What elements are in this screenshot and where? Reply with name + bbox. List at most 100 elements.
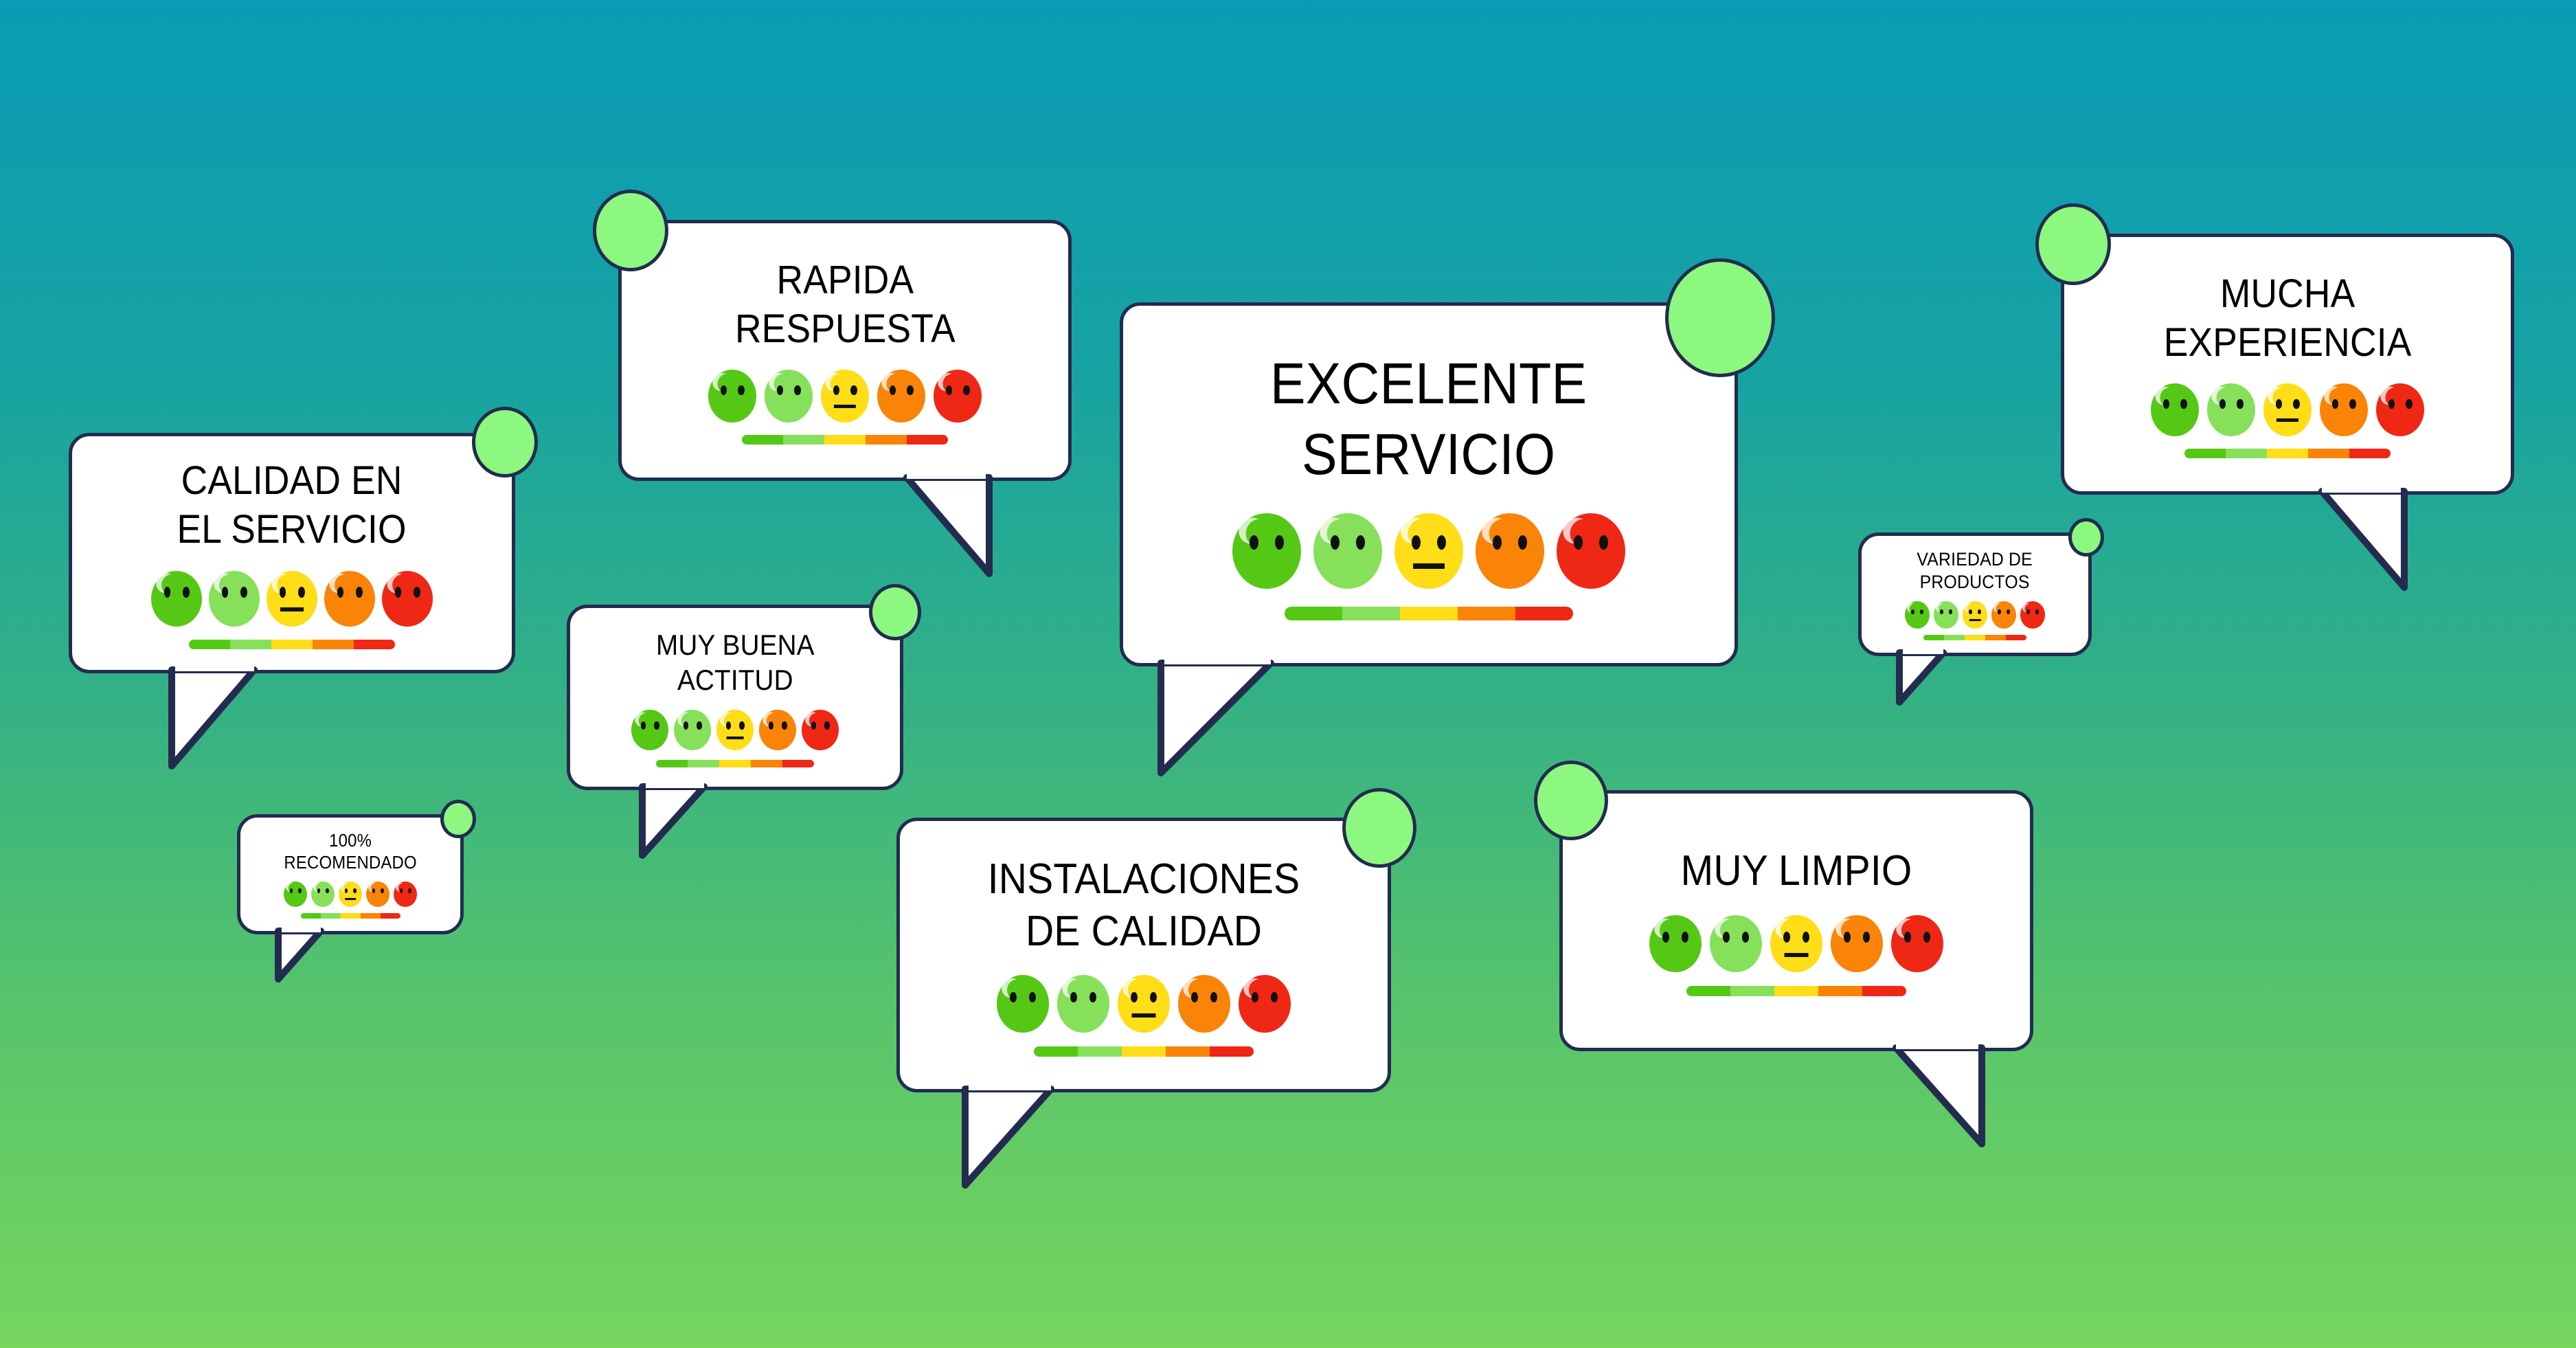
speech-bubble-cien-por-ciento-recomendado[interactable]: 100% RECOMENDADO (237, 800, 476, 982)
neutral-face[interactable] (716, 709, 754, 751)
speech-bubble-body (69, 433, 515, 673)
rating-scale-bar[interactable] (1034, 1046, 1254, 1057)
speech-bubble-title: 100% RECOMENDADO (284, 830, 417, 873)
very-sad-face[interactable] (394, 881, 417, 907)
happy-face[interactable] (765, 369, 813, 423)
happy-face[interactable] (209, 570, 260, 627)
speech-bubble-calidad-en-el-servicio[interactable]: CALIDAD EN EL SERVICIO (69, 406, 538, 770)
rating-scale-bar[interactable] (300, 912, 400, 919)
very-sad-face[interactable] (382, 570, 433, 627)
rating-faces-row[interactable] (708, 369, 982, 423)
neutral-face[interactable] (1770, 914, 1822, 973)
neutral-face[interactable] (1118, 974, 1170, 1033)
very-happy-face[interactable] (631, 709, 668, 751)
face-mouth (1249, 552, 1285, 572)
neutral-face[interactable] (339, 881, 362, 907)
happy-face[interactable] (1710, 914, 1762, 973)
rating-faces-row[interactable] (997, 974, 1291, 1033)
very-happy-face[interactable] (151, 570, 202, 627)
sad-face[interactable] (877, 369, 925, 423)
neutral-face[interactable] (267, 570, 317, 627)
face-eye-right (1682, 931, 1688, 943)
rating-scale-bar[interactable] (1923, 634, 2026, 640)
rating-faces-row[interactable] (151, 570, 433, 627)
rating-scale-bar[interactable] (1686, 986, 1906, 997)
face-mouth (163, 600, 190, 614)
face-eye-left (163, 587, 171, 598)
rating-scale-bar[interactable] (189, 639, 395, 649)
speech-bubble-title: MUY BUENA ACTITUD (655, 628, 815, 696)
rating-faces-row[interactable] (2151, 383, 2424, 437)
very-sad-face[interactable] (934, 369, 982, 423)
very-sad-face[interactable] (2376, 383, 2424, 437)
face-mouth (1413, 563, 1445, 569)
face-mouth (720, 397, 745, 411)
sad-face[interactable] (2320, 383, 2368, 437)
speech-bubble-mucha-experiencia[interactable]: MUCHA EXPERIENCIA (2035, 203, 2514, 591)
face-eye-left (889, 385, 896, 396)
rating-bar-segment-2 (783, 435, 824, 445)
sad-face[interactable] (1831, 914, 1883, 973)
sad-face[interactable] (759, 709, 796, 751)
rating-scale-bar[interactable] (656, 760, 814, 768)
rating-scale-bar[interactable] (1285, 606, 1573, 620)
happy-face[interactable] (2207, 383, 2255, 437)
speech-bubble-rapida-respuesta[interactable]: RAPIDA RESPUESTA (592, 190, 1072, 577)
face-eye-right (1742, 931, 1749, 943)
rating-bar-segment-4 (1818, 986, 1862, 997)
rating-scale-bar[interactable] (742, 435, 948, 445)
neutral-face[interactable] (2263, 383, 2312, 437)
face-mouth (1190, 1011, 1218, 1026)
very-sad-face[interactable] (2020, 600, 2045, 629)
rating-faces-row[interactable] (1232, 512, 1625, 589)
sad-face[interactable] (324, 570, 375, 627)
face-mouth (1492, 560, 1528, 580)
rating-faces-row[interactable] (1905, 600, 2045, 629)
rating-faces-row[interactable] (1649, 914, 1943, 973)
face-eye-left (1131, 991, 1138, 1003)
rating-bar-segment-1 (1923, 634, 1944, 640)
happy-face[interactable] (1934, 600, 1958, 629)
speech-bubble-muy-buena-actitud[interactable]: MUY BUENA ACTITUD (567, 583, 921, 859)
speech-bubble-muy-limpio[interactable]: MUY LIMPIO (1534, 760, 2033, 1147)
very-sad-face[interactable] (1891, 914, 1943, 973)
speech-bubble-instalaciones-de-calidad[interactable]: INSTALACIONES DE CALIDAD (896, 787, 1416, 1189)
very-sad-face[interactable] (802, 709, 839, 751)
sad-face[interactable] (1991, 600, 2016, 629)
happy-face[interactable] (1057, 974, 1109, 1033)
sad-face[interactable] (1476, 512, 1544, 589)
rating-scale-bar[interactable] (2184, 449, 2391, 459)
very-happy-face[interactable] (708, 369, 756, 423)
very-happy-face[interactable] (1232, 512, 1301, 589)
speech-bubble-variedad-de-productos[interactable]: VARIEDAD DE PRODUCTOS (1858, 518, 2104, 706)
happy-face[interactable] (1313, 512, 1382, 589)
sad-face[interactable] (1178, 974, 1230, 1033)
happy-face[interactable] (674, 709, 711, 751)
neutral-face[interactable] (1963, 600, 1987, 629)
very-happy-face[interactable] (1649, 914, 1702, 973)
face-eye-left (289, 888, 293, 894)
accent-circle (440, 800, 476, 839)
rating-faces-row[interactable] (284, 881, 417, 907)
sad-face[interactable] (366, 881, 389, 907)
happy-face[interactable] (311, 881, 335, 907)
face-eye-right (1599, 535, 1608, 550)
speech-bubble-excelente-servicio[interactable]: EXCELENTE SERVICIO (1120, 258, 1776, 776)
very-happy-face[interactable] (2151, 383, 2199, 437)
face-eye-left (1010, 991, 1017, 1003)
very-sad-face[interactable] (1239, 974, 1291, 1033)
very-happy-face[interactable] (284, 881, 307, 907)
face-eye-left (811, 721, 816, 730)
face-eye-right (408, 888, 411, 894)
very-happy-face[interactable] (997, 974, 1049, 1033)
face-mouth (1070, 1005, 1097, 1020)
speech-bubble-tail (1157, 658, 1274, 776)
face-mouth (1911, 616, 1924, 622)
neutral-face[interactable] (821, 369, 869, 423)
face-eye-right (963, 385, 970, 396)
rating-bar-segment-4 (866, 435, 907, 445)
neutral-face[interactable] (1394, 512, 1463, 589)
very-happy-face[interactable] (1905, 600, 1930, 629)
rating-faces-row[interactable] (631, 709, 839, 751)
very-sad-face[interactable] (1557, 512, 1625, 589)
